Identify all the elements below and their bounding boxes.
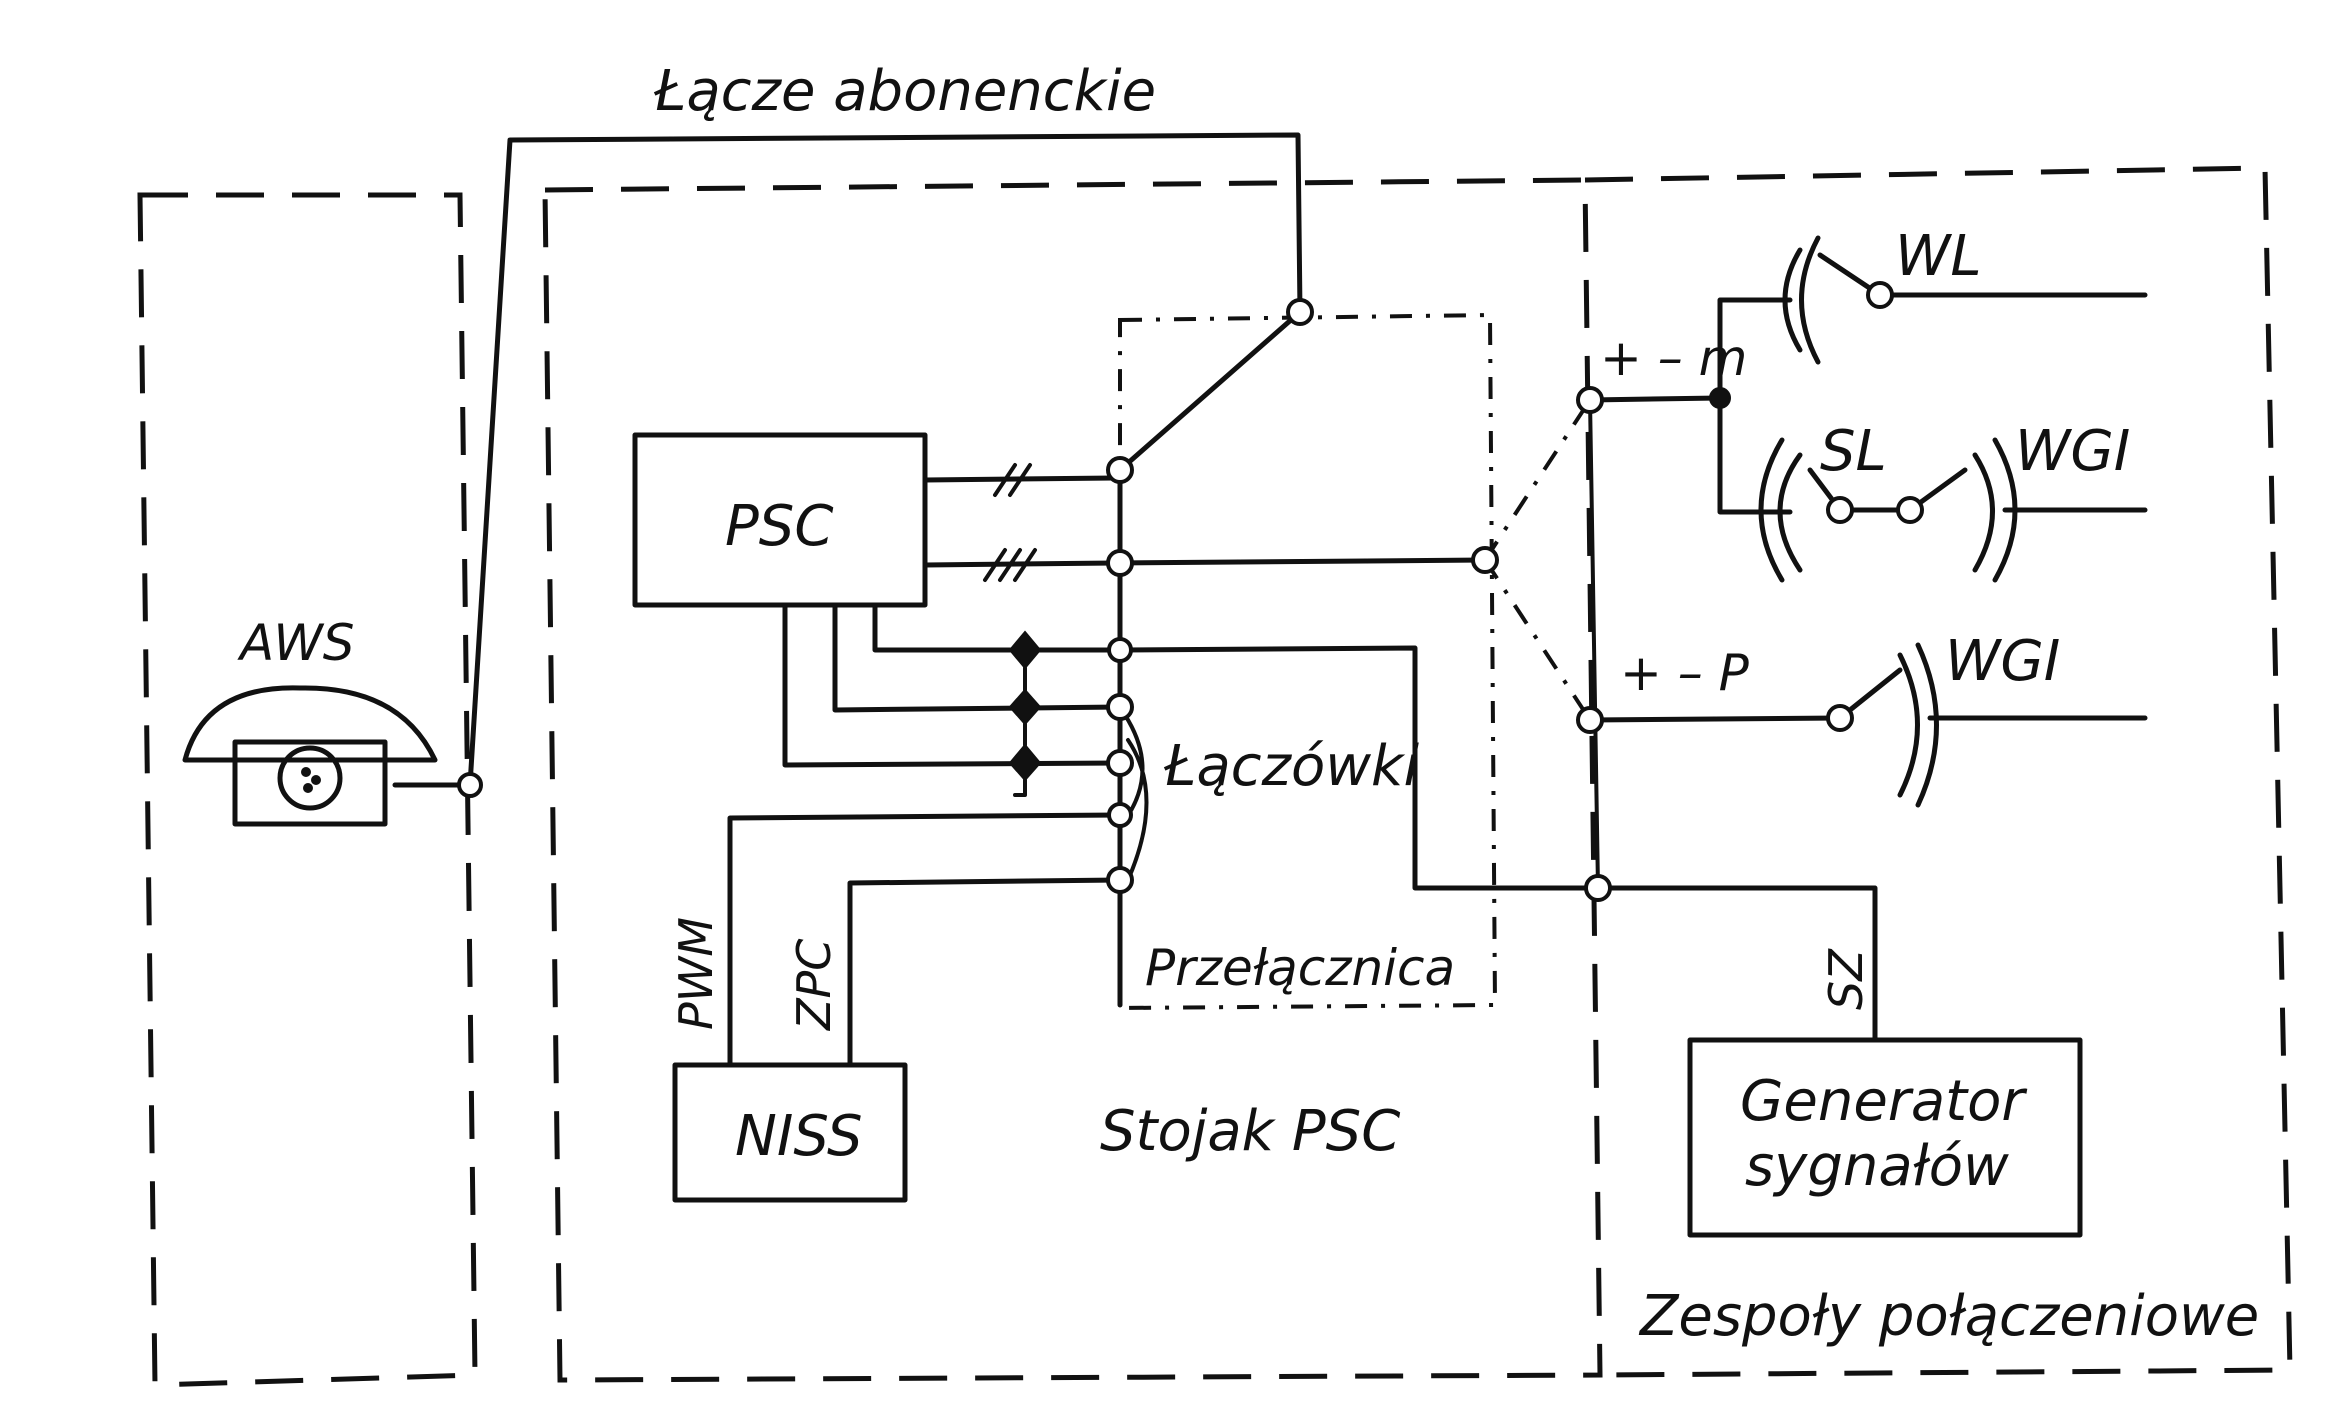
wl-label: WL <box>1895 224 1982 289</box>
zespoly-enclosure <box>1584 165 2293 1378</box>
niss-label: NISS <box>735 1104 863 1169</box>
subscriber-line <box>392 132 1303 788</box>
pwm-zpc-links <box>727 812 1123 1068</box>
dashdot-split <box>1483 398 1592 722</box>
aws-telephone-icon <box>182 685 438 827</box>
generator-label-line1: Generator <box>1740 1069 2027 1134</box>
psc-label: PSC <box>725 494 833 559</box>
frame-switch-link <box>1117 309 1303 473</box>
aws-enclosure <box>137 192 478 1388</box>
zespoly-vertical-link <box>1588 398 1600 890</box>
generator-block <box>1687 1037 2083 1238</box>
plus-minus-m-label: + – m <box>1600 329 1747 387</box>
psc-bus-lines <box>782 463 1488 768</box>
przelacznica-label: Przełącznica <box>1145 939 1455 997</box>
stojak-psc-label: Stojak PSC <box>1100 1099 1400 1164</box>
zpc-label: ZPC <box>787 939 841 1032</box>
plus-minus-p-label: + – P <box>1620 644 1750 702</box>
niss-block <box>672 1062 908 1203</box>
aws-label: AWS <box>237 614 355 672</box>
protector-markers <box>1008 630 1042 797</box>
pwm-label: PWM <box>669 917 723 1030</box>
generator-label-line2: sygnałów <box>1745 1134 2009 1199</box>
sl-label: SL <box>1820 419 1887 484</box>
stojak-psc-enclosure <box>542 177 1603 1383</box>
wgi-bottom-label: WGI <box>1945 629 2060 694</box>
psc-block <box>632 432 928 608</box>
subscriber-line-label: Łącze abonenckie <box>653 59 1156 124</box>
junction-nodes <box>457 281 1924 902</box>
zespoly-label: Zespoły połączeniowe <box>1638 1284 2259 1349</box>
laczowki-label: Łączówki <box>1163 734 1419 799</box>
frame-to-generator-line <box>1117 645 1878 1043</box>
sz-label: SZ <box>1819 948 1873 1010</box>
wgi-top-label: WGI <box>2015 419 2130 484</box>
p-branch <box>1587 642 2148 808</box>
